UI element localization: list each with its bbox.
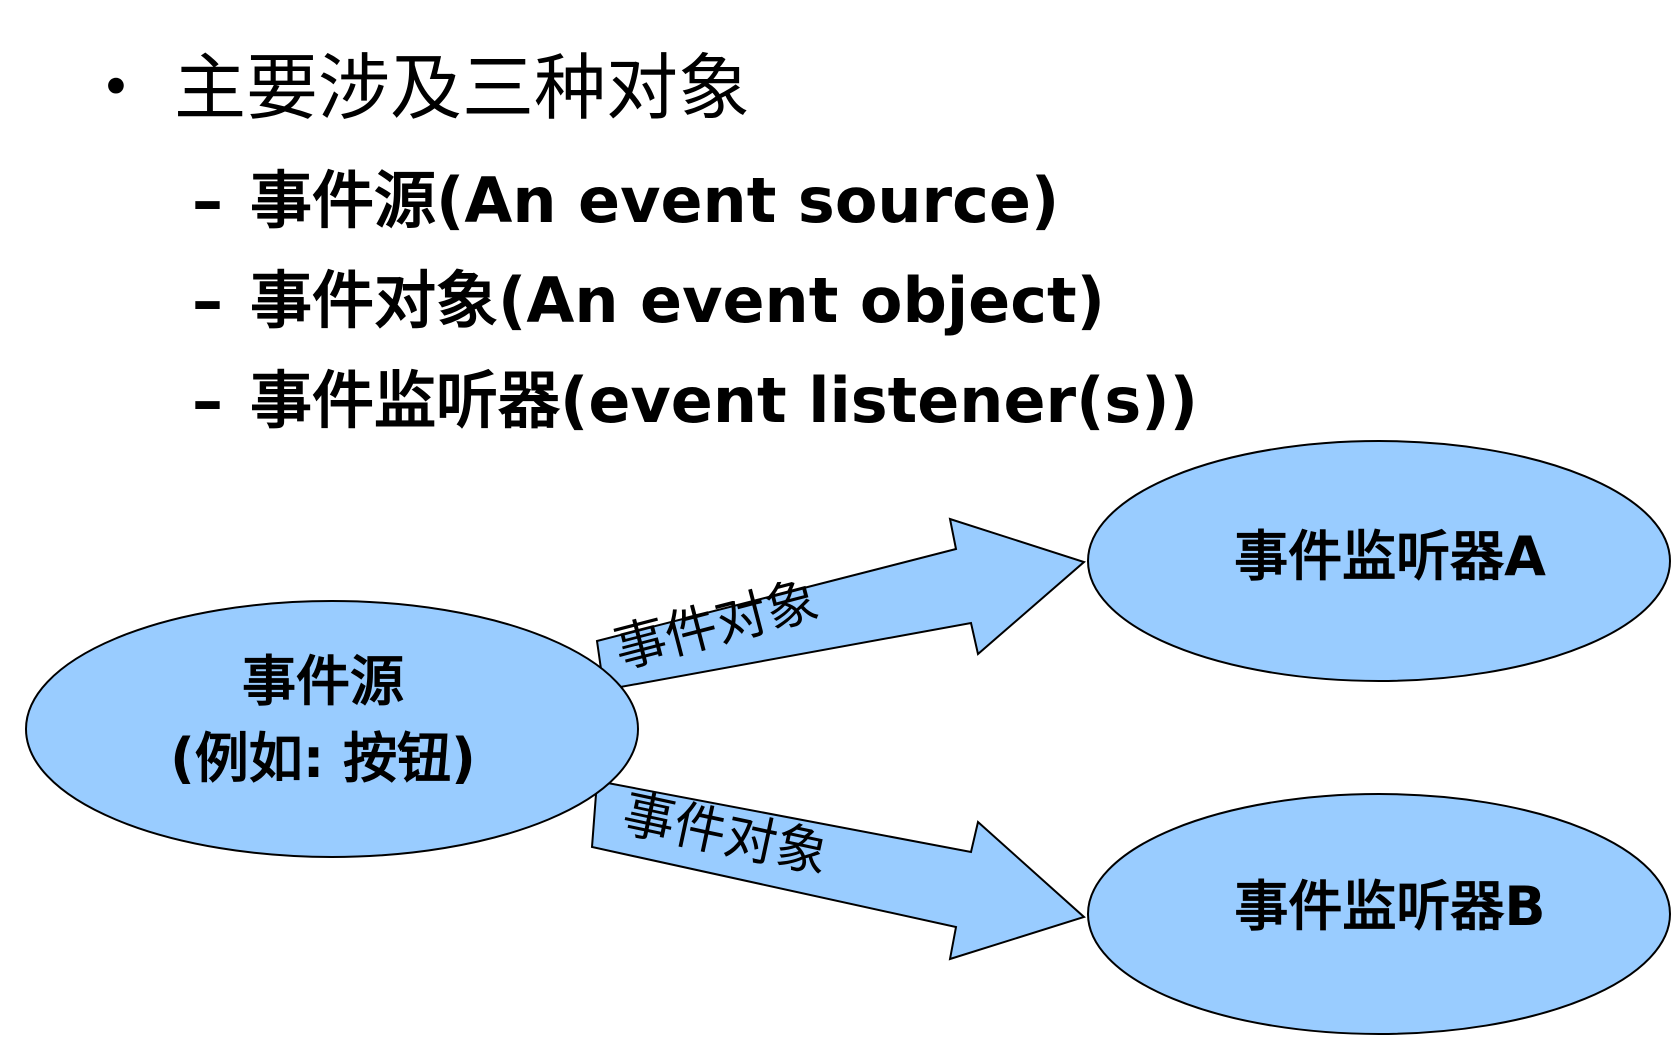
listener-a-label: 事件监听器A: [1234, 525, 1546, 588]
listener-a-node: [1087, 440, 1671, 682]
dash: –: [192, 164, 223, 237]
listener-b-label: 事件监听器B: [1234, 875, 1545, 938]
dash: –: [192, 364, 223, 437]
event-source-node: [25, 600, 639, 858]
sub-bullet-event-listener: – 事件监听器(event listener(s)): [192, 366, 1198, 436]
sub-bullet-text: 事件监听器(event listener(s)): [250, 364, 1198, 437]
bullet-dot: •: [100, 56, 132, 119]
main-bullet-text: 主要涉及三种对象: [174, 46, 751, 130]
sub-bullet-event-object: – 事件对象(An event object): [192, 266, 1105, 336]
arrow-to-listener-a: [595, 517, 1086, 692]
sub-bullet-event-source: – 事件源(An event source): [192, 166, 1059, 236]
dash: –: [192, 264, 223, 337]
arrow-to-listener-b: [590, 779, 1086, 961]
sub-bullet-text: 事件对象(An event object): [250, 264, 1105, 337]
event-source-label: 事件源: [242, 650, 404, 713]
main-bullet: • 主要涉及三种对象: [100, 48, 750, 128]
bullet-list: • 主要涉及三种对象 – 事件源(An event source) – 事件对象…: [0, 0, 1680, 440]
listener-b-node: [1087, 793, 1671, 1035]
sub-bullet-text: 事件源(An event source): [250, 164, 1060, 237]
event-source-example-label: (例如: 按钮): [170, 727, 476, 790]
